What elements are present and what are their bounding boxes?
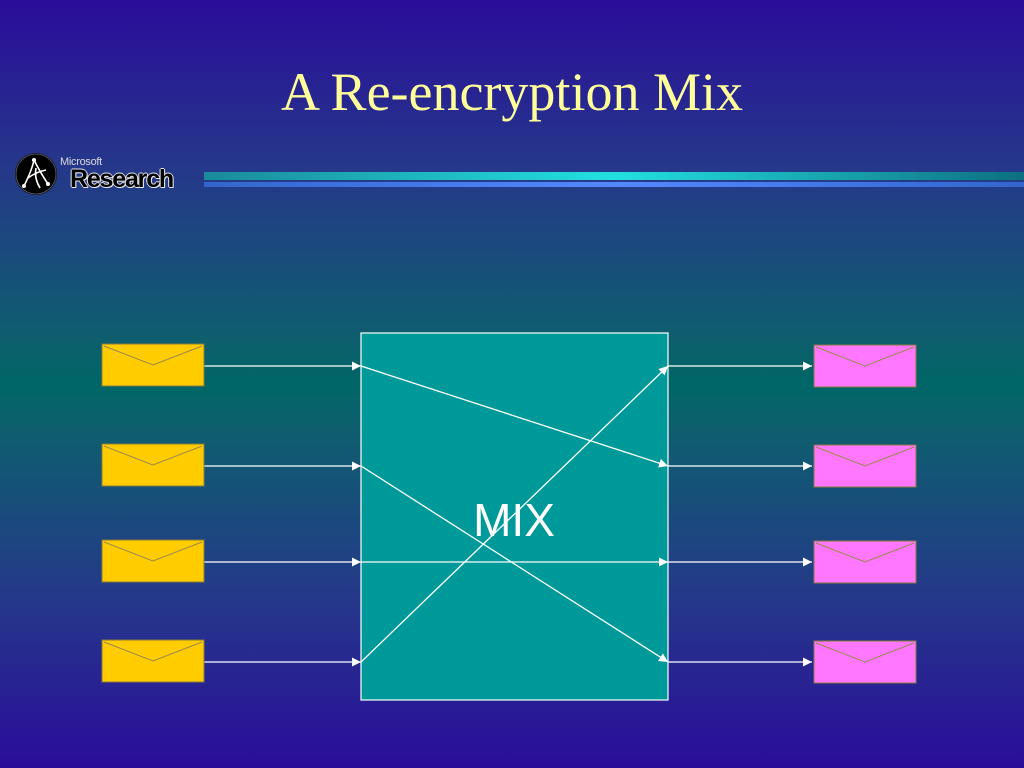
envelope-flap [815,542,915,563]
input-message-3 [101,539,205,583]
output-arrows [668,361,812,667]
input-message-1 [101,343,205,387]
envelope-flap [815,446,915,467]
slide-title: A Re-encryption Mix [281,62,743,122]
envelope-flap [103,345,203,366]
envelope-flap [103,445,203,466]
title-rule [204,172,1024,187]
microsoft-research-logo: Microsoft Research [14,150,200,200]
input-arrows [204,361,361,667]
input-messages [101,343,205,683]
envelope-flap [103,641,203,662]
envelope-flap [815,642,915,663]
input-message-2 [101,443,205,487]
permutation-arrow-4-to-1 [360,365,669,663]
logo-company-text: Microsoft [60,156,102,168]
envelope-body [813,444,917,488]
mix-box [360,332,669,701]
globe-icon [15,153,57,195]
permutation-arrows [360,365,669,663]
output-message-2 [813,444,917,488]
output-message-1 [813,344,917,388]
output-message-3 [813,540,917,584]
envelope-flap [815,346,915,367]
logo-division-text: Research [70,165,174,193]
output-message-4 [813,640,917,684]
permutation-arrow-1-to-2 [360,365,669,468]
input-message-4 [101,639,205,683]
output-messages [813,344,917,684]
envelope-flap [103,541,203,562]
permutation-arrow-2-to-4 [360,465,669,663]
mix-label: MIX [473,494,555,546]
envelope-body [813,540,917,584]
